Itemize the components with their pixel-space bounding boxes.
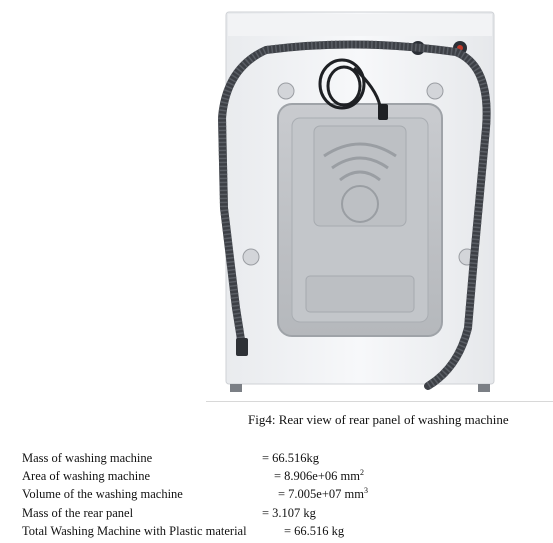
spec-label: Mass of washing machine <box>22 451 153 465</box>
spec-value: = 3.107 kg <box>262 505 316 520</box>
spec-label: Total Washing Machine with Plastic mater… <box>22 523 247 538</box>
figure-divider <box>206 401 553 402</box>
spec-label: Mass of the rear panel <box>22 505 134 520</box>
washing-machine-rear-image <box>206 8 506 400</box>
spec-value: = 8.906e+06 mm2 <box>274 468 364 484</box>
figure-caption: Fig4: Rear view of rear panel of washing… <box>248 412 509 427</box>
spec-label: Volume of the washing machine <box>22 487 183 502</box>
spec-label: Area of washing machine <box>22 469 151 484</box>
spec-value: = 7.005e+07 mm3 <box>278 486 368 502</box>
spec-value: = 66.516 kg <box>284 523 345 538</box>
spec-value: = 66.516kg <box>262 451 320 465</box>
